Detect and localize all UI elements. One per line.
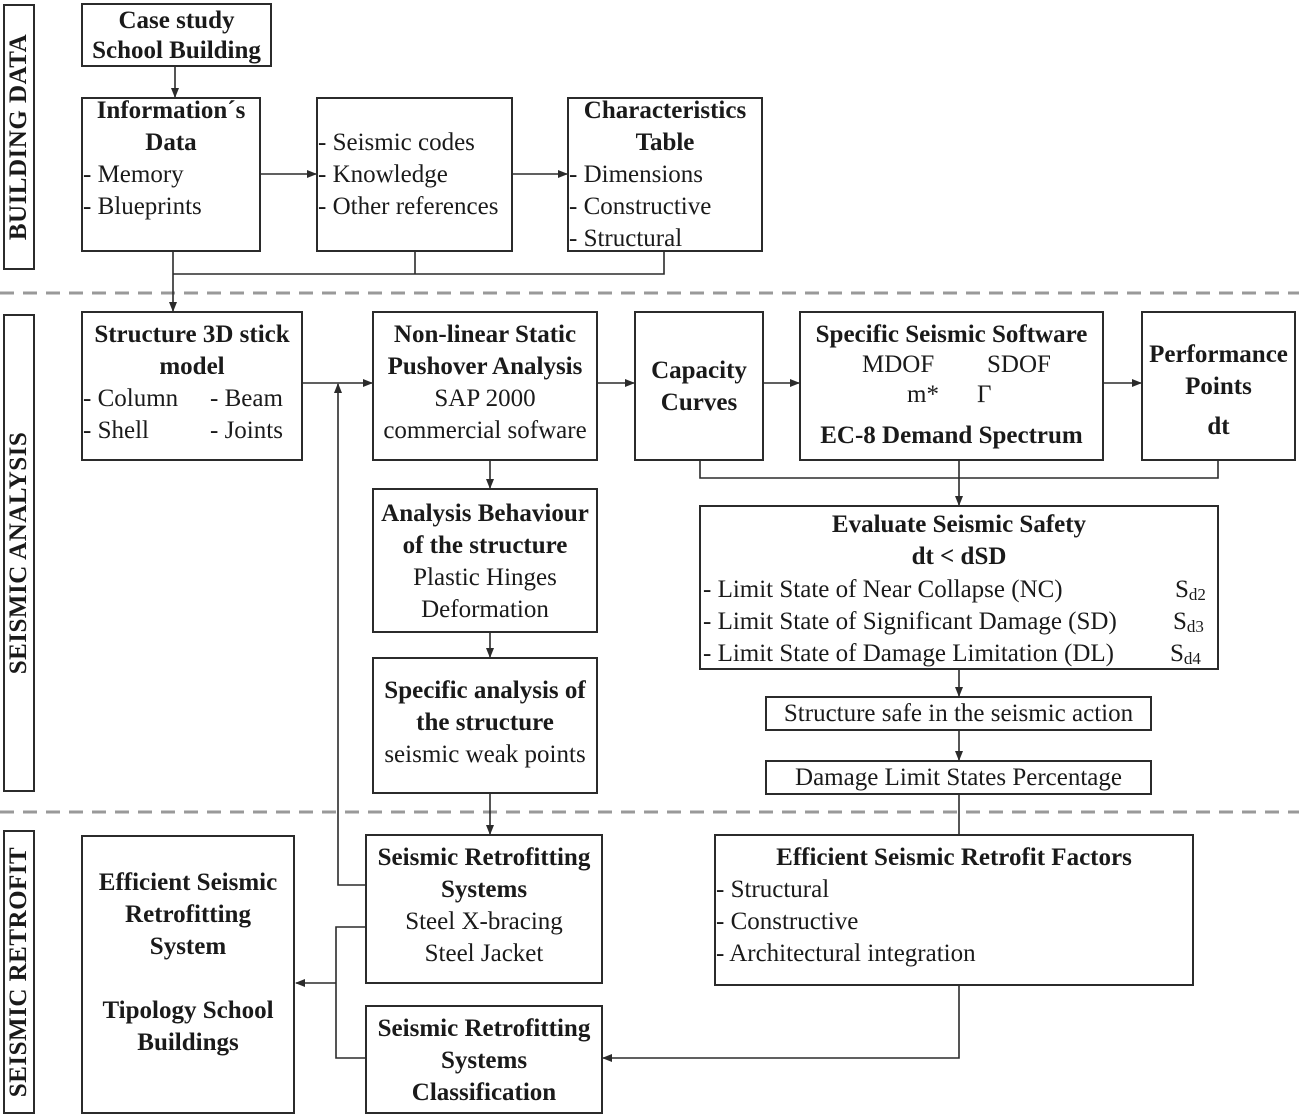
damage-percentage-text: Damage Limit States Percentage [795, 764, 1122, 791]
capacity-title2: Curves [660, 389, 738, 416]
information-item-memory: - Memory [83, 161, 184, 188]
characteristics-title1: Characteristics [583, 97, 747, 124]
symbol-sd4: Sd4 [1170, 640, 1201, 668]
pushover-title1: Non-linear Static [393, 321, 577, 348]
symbol-sd3: Sd3 [1173, 608, 1204, 636]
software-gamma: Γ [977, 381, 992, 408]
retrofitting-steel-jacket: Steel Jacket [424, 940, 544, 967]
characteristics-item-constructive: - Constructive [569, 193, 712, 220]
classification-title1: Seismic Retrofitting [377, 1015, 591, 1042]
case-study-box: Case study School Building [81, 3, 272, 67]
software-sdof: SDOF [987, 351, 1051, 378]
performance-title3: dt [1207, 413, 1230, 440]
factor-structural: - Structural [716, 876, 830, 903]
software-title: Specific Seismic Software [815, 321, 1088, 348]
retrofitting-systems-title2: Systems [440, 876, 528, 903]
references-box: - Seismic codes - Knowledge - Other refe… [316, 97, 513, 252]
references-item-knowledge: - Knowledge [318, 161, 448, 188]
factor-architectural: - Architectural integration [716, 940, 976, 967]
stick-model-shell: - Shell [83, 417, 149, 444]
evaluate-title1: Evaluate Seismic Safety [831, 511, 1087, 538]
references-item-codes: - Seismic codes [318, 129, 475, 156]
characteristics-box: Characteristics Table - Dimensions - Con… [567, 97, 763, 252]
retrofit-factors-box: Efficient Seismic Retrofit Factors - Str… [714, 834, 1194, 986]
pushover-title2: Pushover Analysis [387, 353, 583, 380]
structure-safe-box: Structure safe in the seismic action [765, 696, 1152, 731]
retrofitting-systems-title1: Seismic Retrofitting [377, 844, 591, 871]
performance-title2: Points [1185, 373, 1252, 400]
pushover-software: SAP 2000 [434, 385, 536, 412]
characteristics-item-dimensions: - Dimensions [569, 161, 704, 188]
information-item-blueprints: - Blueprints [83, 193, 202, 220]
limit-state-dl: - Limit State of Damage Limitation (DL) [703, 640, 1114, 667]
structure-safe-text: Structure safe in the seismic action [783, 700, 1134, 727]
behaviour-title1: Analysis Behaviour [381, 500, 589, 527]
limit-state-nc: - Limit State of Near Collapse (NC) [703, 576, 1063, 603]
evaluate-title2: dt < dSD [911, 543, 1007, 570]
efficient-title1: Efficient Seismic [98, 869, 278, 896]
efficient-title2: Retrofitting [125, 901, 251, 928]
retrofit-factors-title: Efficient Seismic Retrofit Factors [776, 844, 1132, 871]
pushover-commercial: commercial sofware [383, 417, 587, 444]
behaviour-box: Analysis Behaviour of the structure Plas… [372, 488, 598, 633]
behaviour-hinges: Plastic Hinges [413, 564, 557, 591]
software-mdof: MDOF [862, 351, 935, 378]
specific-analysis-title1: Specific analysis of [384, 677, 586, 704]
retrofitting-systems-box: Seismic Retrofitting Systems Steel X-bra… [365, 834, 603, 984]
stick-model-beam: - Beam [210, 385, 283, 412]
efficient-title4: Tipology School [102, 997, 274, 1024]
behaviour-deformation: Deformation [421, 596, 549, 623]
stick-model-box: Structure 3D stick model - Column - Shel… [81, 311, 303, 461]
section-seismic-analysis: SEISMIC ANALYSIS [3, 314, 35, 792]
symbol-sd2: Sd2 [1175, 576, 1206, 604]
stick-model-title1: Structure 3D stick [94, 321, 290, 348]
case-study-line1: Case study [118, 7, 235, 34]
classification-box: Seismic Retrofitting Systems Classificat… [365, 1005, 603, 1114]
information-data-box: Information´s Data - Memory - Blueprints [81, 97, 261, 252]
factor-constructive: - Constructive [716, 908, 859, 935]
stick-model-column: - Column [83, 385, 179, 412]
specific-analysis-box: Specific analysis of the structure seism… [372, 657, 598, 794]
efficient-title5: Buildings [137, 1029, 239, 1056]
seismic-software-box: Specific Seismic Software MDOF SDOF m* Γ… [799, 311, 1104, 461]
limit-state-sd: - Limit State of Significant Damage (SD) [703, 608, 1117, 635]
damage-percentage-box: Damage Limit States Percentage [765, 760, 1152, 795]
pushover-box: Non-linear Static Pushover Analysis SAP … [372, 311, 598, 461]
retrofitting-x-bracing: Steel X-bracing [405, 908, 563, 935]
characteristics-item-structural: - Structural [569, 225, 683, 252]
performance-points-box: Performance Points dt [1141, 311, 1296, 461]
case-study-line2: School Building [92, 37, 261, 64]
efficient-title3: System [149, 933, 227, 960]
capacity-title1: Capacity [651, 357, 747, 384]
capacity-curves-box: Capacity Curves [634, 311, 764, 461]
stick-model-title2: model [159, 353, 225, 380]
performance-title1: Performance [1149, 341, 1288, 368]
classification-title3: Classification [411, 1079, 557, 1106]
specific-analysis-title2: the structure [416, 709, 554, 736]
specific-analysis-weak-points: seismic weak points [384, 741, 586, 768]
information-title1: Information´s [96, 97, 246, 124]
section-seismic-retrofit: SEISMIC RETROFIT [3, 830, 35, 1114]
software-spectrum: EC-8 Demand Spectrum [820, 422, 1083, 449]
efficient-system-box: Efficient Seismic Retrofitting System Ti… [81, 835, 295, 1114]
classification-title2: Systems [440, 1047, 528, 1074]
software-mstar: m* [907, 381, 939, 408]
behaviour-title2: of the structure [402, 532, 568, 559]
stick-model-joints: - Joints [210, 417, 283, 444]
characteristics-title2: Table [635, 129, 695, 156]
references-item-other: - Other references [318, 193, 499, 220]
information-title2: Data [145, 129, 197, 156]
section-building-data: BUILDING DATA [3, 4, 35, 270]
evaluate-safety-box: Evaluate Seismic Safety dt < dSD - Limit… [699, 505, 1219, 670]
